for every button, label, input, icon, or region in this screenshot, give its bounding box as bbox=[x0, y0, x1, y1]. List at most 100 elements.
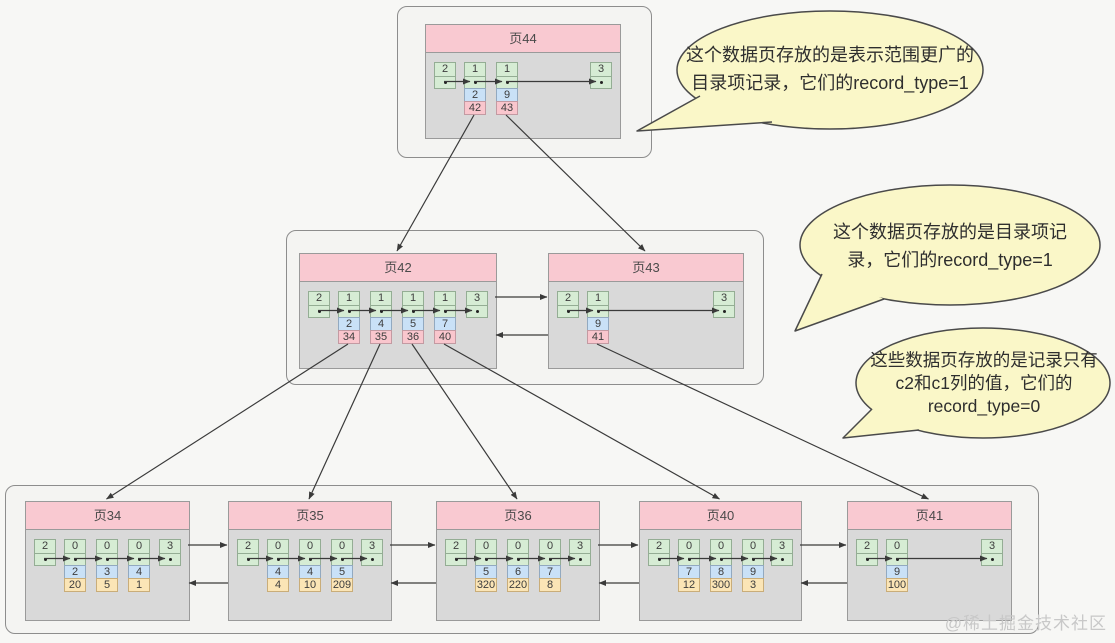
child-page-cell: 34 bbox=[338, 330, 360, 344]
c2-cell: 3 bbox=[96, 565, 118, 579]
record-dot bbox=[578, 558, 582, 561]
record-type-cell: 3 bbox=[771, 539, 793, 554]
infimum-record: 2 bbox=[434, 62, 456, 89]
supremum-record: 3 bbox=[590, 62, 612, 89]
c1-cell: 4 bbox=[267, 578, 289, 592]
c2-cell: 6 bbox=[507, 565, 529, 579]
record-dot bbox=[308, 558, 312, 561]
record-type-cell: 3 bbox=[159, 539, 181, 554]
record-type-cell: 1 bbox=[434, 291, 456, 306]
child-page-cell: 41 bbox=[587, 330, 609, 344]
record-type-cell: 1 bbox=[496, 62, 518, 77]
key-cell: 2 bbox=[464, 88, 486, 102]
record-dot bbox=[473, 81, 477, 84]
record-type-cell: 3 bbox=[569, 539, 591, 554]
page-title: 页44 bbox=[426, 25, 620, 53]
record-type-cell: 0 bbox=[96, 539, 118, 554]
c2-cell: 9 bbox=[742, 565, 764, 579]
record-type-cell: 2 bbox=[237, 539, 259, 554]
c2-cell: 5 bbox=[331, 565, 353, 579]
record-pointer-cell bbox=[34, 553, 56, 566]
record-type-cell: 3 bbox=[713, 291, 735, 306]
record-pointer-cell bbox=[445, 553, 467, 566]
c1-cell: 5 bbox=[96, 578, 118, 592]
page-title: 页41 bbox=[848, 502, 1011, 530]
record-dot bbox=[990, 558, 994, 561]
infimum-record: 2 bbox=[34, 539, 56, 566]
c1-cell: 10 bbox=[299, 578, 321, 592]
record-dot bbox=[168, 558, 172, 561]
c2-cell: 5 bbox=[475, 565, 497, 579]
key-cell: 2 bbox=[338, 317, 360, 331]
infimum-record: 2 bbox=[445, 539, 467, 566]
record-type-cell: 2 bbox=[308, 291, 330, 306]
record-type-cell: 0 bbox=[299, 539, 321, 554]
record-type-cell: 0 bbox=[507, 539, 529, 554]
record-dot bbox=[105, 558, 109, 561]
record-type-cell: 3 bbox=[590, 62, 612, 77]
child-page-cell: 43 bbox=[496, 101, 518, 115]
record-dot bbox=[548, 558, 552, 561]
record-pointer-cell bbox=[434, 76, 456, 89]
infimum-record: 2 bbox=[308, 291, 330, 318]
callout-bubble bbox=[842, 327, 1111, 439]
infimum-record: 2 bbox=[557, 291, 579, 318]
record-dot bbox=[657, 558, 661, 561]
record-dot bbox=[719, 558, 723, 561]
c1-cell: 300 bbox=[710, 578, 732, 592]
c1-cell: 8 bbox=[539, 578, 561, 592]
record-dot bbox=[566, 310, 570, 313]
record-pointer-cell bbox=[557, 305, 579, 318]
record-type-cell: 0 bbox=[331, 539, 353, 554]
record-dot bbox=[454, 558, 458, 561]
record-type-cell: 0 bbox=[128, 539, 150, 554]
record-dot bbox=[505, 81, 509, 84]
record-type-cell: 0 bbox=[678, 539, 700, 554]
c1-cell: 1 bbox=[128, 578, 150, 592]
record-type-cell: 3 bbox=[466, 291, 488, 306]
supremum-record: 3 bbox=[569, 539, 591, 566]
key-cell: 9 bbox=[496, 88, 518, 102]
key-cell: 5 bbox=[402, 317, 424, 331]
callout-bubble bbox=[636, 10, 984, 132]
record-dot bbox=[865, 558, 869, 561]
record-type-cell: 2 bbox=[856, 539, 878, 554]
record-dot bbox=[347, 310, 351, 313]
record-pointer-cell bbox=[713, 305, 735, 318]
supremum-record: 3 bbox=[466, 291, 488, 318]
record-dot bbox=[73, 558, 77, 561]
record-dot bbox=[317, 310, 321, 313]
record-type-cell: 1 bbox=[464, 62, 486, 77]
record-type-cell: 2 bbox=[34, 539, 56, 554]
record-type-cell: 2 bbox=[445, 539, 467, 554]
supremum-record: 3 bbox=[771, 539, 793, 566]
record-dot bbox=[596, 310, 600, 313]
record-dot bbox=[411, 310, 415, 313]
page-title: 页36 bbox=[437, 502, 599, 530]
page-title: 页43 bbox=[549, 254, 743, 282]
record-pointer-cell bbox=[159, 553, 181, 566]
record-type-cell: 2 bbox=[648, 539, 670, 554]
key-cell: 4 bbox=[370, 317, 392, 331]
record-pointer-cell bbox=[308, 305, 330, 318]
c2-cell: 7 bbox=[539, 565, 561, 579]
record-dot bbox=[599, 81, 603, 84]
record-dot bbox=[276, 558, 280, 561]
supremum-record: 3 bbox=[361, 539, 383, 566]
supremum-record: 3 bbox=[713, 291, 735, 318]
record-type-cell: 1 bbox=[338, 291, 360, 306]
record-dot bbox=[43, 558, 47, 561]
